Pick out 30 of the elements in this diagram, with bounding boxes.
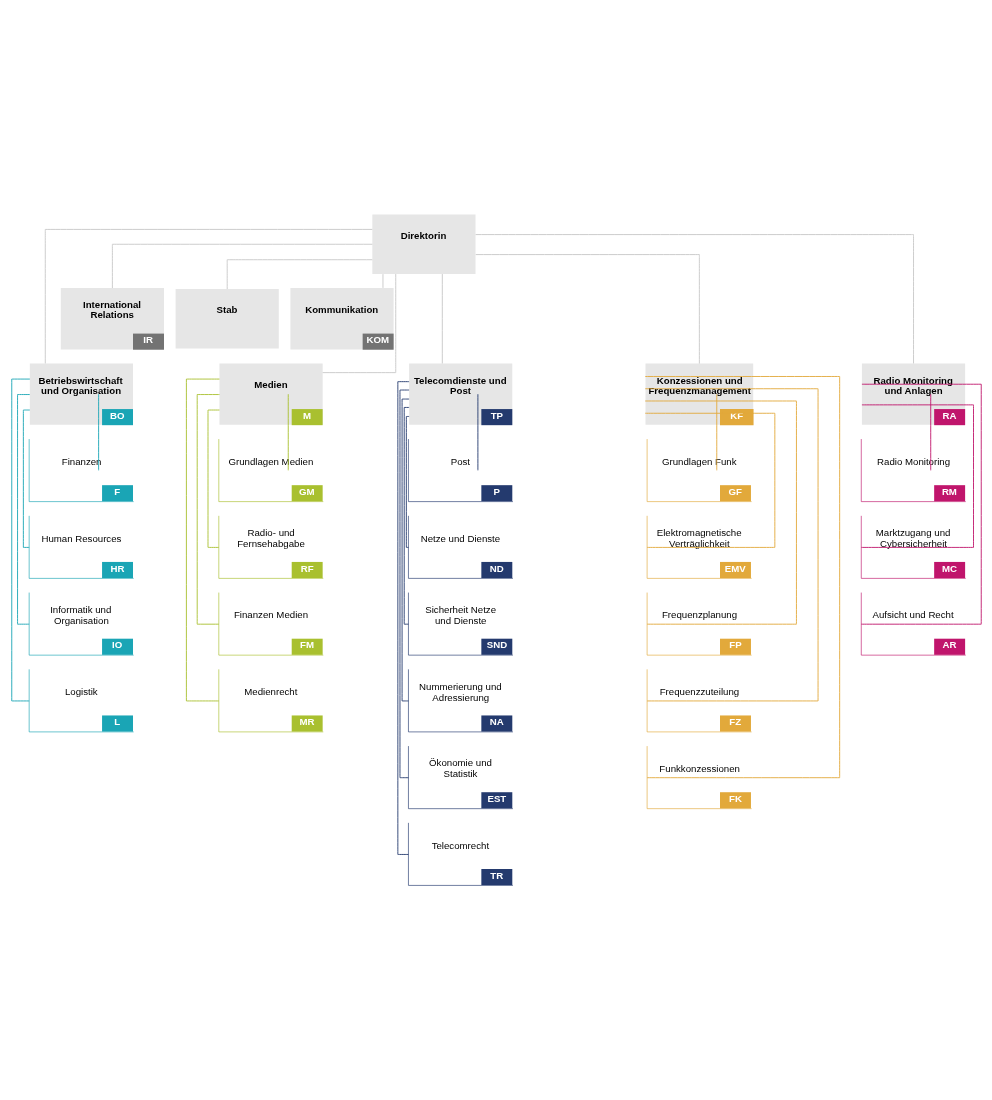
- connector: [16, 394, 30, 625]
- connector: [476, 393, 478, 471]
- connector: [405, 416, 410, 548]
- connector: [474, 234, 914, 364]
- connector: [644, 376, 840, 779]
- connector: [396, 381, 410, 855]
- connector: [10, 378, 30, 702]
- connector: [111, 243, 373, 289]
- connector: [715, 393, 717, 471]
- connector: [441, 273, 443, 364]
- connector: [287, 393, 289, 471]
- connector: [399, 389, 410, 779]
- connector: [860, 383, 982, 625]
- connector: [474, 254, 700, 365]
- connector: [644, 412, 775, 548]
- node-box: Stab: [175, 289, 279, 349]
- connector: [644, 400, 797, 625]
- connector: [403, 407, 410, 625]
- connector: [185, 378, 220, 702]
- connector: [226, 259, 373, 290]
- connector: [97, 393, 99, 471]
- connector: [44, 228, 373, 364]
- connector: [644, 388, 818, 702]
- connector: [401, 398, 410, 702]
- node-box: Direktorin: [371, 214, 476, 274]
- connector: [929, 393, 931, 471]
- connector: [207, 409, 220, 548]
- connector: [860, 404, 974, 548]
- connector: [196, 394, 220, 625]
- connector: [22, 409, 30, 548]
